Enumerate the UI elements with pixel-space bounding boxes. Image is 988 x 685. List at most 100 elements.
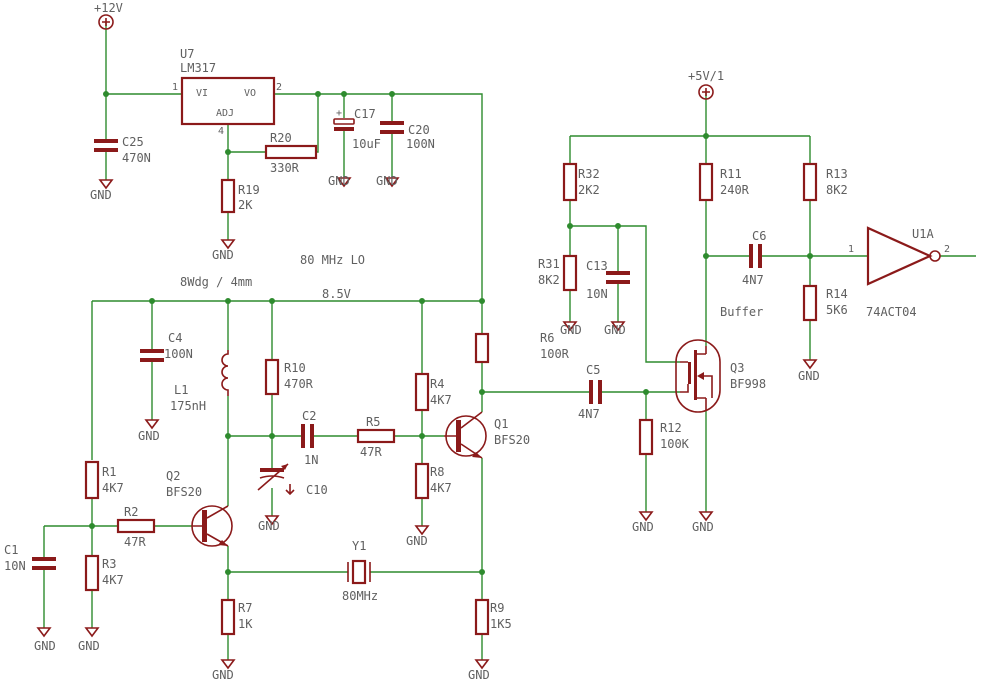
svg-text:C25: C25 xyxy=(122,135,144,149)
svg-text:2K2: 2K2 xyxy=(578,183,600,197)
svg-text:C13: C13 xyxy=(586,259,608,273)
u7-pin2: 2 xyxy=(276,82,282,93)
svg-text:R19: R19 xyxy=(238,183,260,197)
u7-vo-pin: VO xyxy=(244,88,256,99)
inverter-u1a: U1A 74ACT04 1 2 xyxy=(848,226,950,319)
svg-text:U1A: U1A xyxy=(912,227,934,241)
ground-r12: GND xyxy=(632,511,654,534)
svg-text:4K7: 4K7 xyxy=(430,481,452,495)
capacitor-c10-trimmer: C10 xyxy=(257,463,328,497)
svg-text:Q3: Q3 xyxy=(730,361,744,375)
svg-text:+: + xyxy=(336,108,342,119)
svg-text:C20: C20 xyxy=(408,123,430,137)
svg-text:47R: 47R xyxy=(360,445,382,459)
note-buffer: Buffer xyxy=(720,305,763,319)
svg-text:4N7: 4N7 xyxy=(742,273,764,287)
svg-text:240R: 240R xyxy=(720,183,750,197)
svg-text:10uF: 10uF xyxy=(352,137,381,151)
svg-text:C17: C17 xyxy=(354,107,376,121)
svg-text:470R: 470R xyxy=(284,377,314,391)
svg-text:74ACT04: 74ACT04 xyxy=(866,305,917,319)
svg-text:R6: R6 xyxy=(540,331,554,345)
svg-text:100R: 100R xyxy=(540,347,570,361)
capacitor-c25: C25 470N xyxy=(94,135,151,165)
svg-text:R31: R31 xyxy=(538,257,560,271)
svg-text:5K6: 5K6 xyxy=(826,303,848,317)
svg-text:470N: 470N xyxy=(122,151,151,165)
inductor-l1: L1 175nH xyxy=(170,350,229,413)
resistor-r2: R2 47R xyxy=(116,505,156,549)
ground-r31: GND xyxy=(560,321,582,337)
svg-text:R9: R9 xyxy=(490,601,504,615)
svg-text:C2: C2 xyxy=(302,409,316,423)
svg-text:C5: C5 xyxy=(586,363,600,377)
svg-text:C6: C6 xyxy=(752,229,766,243)
ground-r3: GND xyxy=(78,627,100,653)
svg-text:R2: R2 xyxy=(124,505,138,519)
svg-text:47R: 47R xyxy=(124,535,146,549)
ground-r19: GND xyxy=(212,239,236,262)
transistor-q2: Q2 BFS20 xyxy=(166,469,233,547)
svg-text:R20: R20 xyxy=(270,131,292,145)
note-lo: 80 MHz LO xyxy=(300,253,365,267)
svg-text:10N: 10N xyxy=(586,287,608,301)
transistor-q3-mosfet: Q3 BF998 xyxy=(675,339,766,413)
u7-vi-pin: VI xyxy=(196,88,208,99)
svg-text:BFS20: BFS20 xyxy=(166,485,202,499)
svg-text:10N: 10N xyxy=(4,559,26,573)
transistor-q1: Q1 BFS20 xyxy=(444,411,530,459)
svg-text:R14: R14 xyxy=(826,287,848,301)
svg-text:Q2: Q2 xyxy=(166,469,180,483)
ground-c4: GND xyxy=(138,419,160,443)
ground-q3: GND xyxy=(692,511,714,534)
u7-pin1: 1 xyxy=(172,82,178,93)
svg-text:1K: 1K xyxy=(238,617,253,631)
svg-text:1: 1 xyxy=(848,244,854,255)
supply-12v-label: +12V xyxy=(94,1,123,15)
resistor-r10: R10 470R xyxy=(264,358,314,396)
svg-text:C10: C10 xyxy=(306,483,328,497)
ground-r9: GND xyxy=(468,659,490,682)
capacitor-c17: + C17 10uF xyxy=(333,107,381,151)
svg-text:BFS20: BFS20 xyxy=(494,433,530,447)
svg-text:100N: 100N xyxy=(164,347,193,361)
svg-text:GND: GND xyxy=(406,534,428,548)
capacitor-c6: C6 4N7 xyxy=(742,229,766,287)
svg-text:80MHz: 80MHz xyxy=(342,589,378,603)
svg-text:GND: GND xyxy=(138,429,160,443)
svg-text:GND: GND xyxy=(212,668,234,682)
svg-text:2: 2 xyxy=(944,244,950,255)
svg-text:GND: GND xyxy=(78,639,100,653)
svg-text:8K2: 8K2 xyxy=(826,183,848,197)
junctions xyxy=(89,91,813,575)
svg-text:4K7: 4K7 xyxy=(102,573,124,587)
note-coil: 8Wdg / 4mm xyxy=(180,275,252,289)
supply-5v-label: +5V/1 xyxy=(688,69,724,83)
svg-text:C4: C4 xyxy=(168,331,182,345)
svg-text:R10: R10 xyxy=(284,361,306,375)
supply-12v: +12V xyxy=(94,1,123,30)
ground-c20: GND xyxy=(376,174,400,188)
capacitor-c4: C4 100N xyxy=(140,331,193,362)
svg-text:R4: R4 xyxy=(430,377,444,391)
svg-text:4K7: 4K7 xyxy=(102,481,124,495)
svg-text:GND: GND xyxy=(34,639,56,653)
u7-pin4: 4 xyxy=(218,126,224,137)
ground-c17: GND xyxy=(328,174,352,188)
svg-text:R7: R7 xyxy=(238,601,252,615)
crystal-y1: Y1 80MHz xyxy=(342,539,378,603)
svg-text:1N: 1N xyxy=(304,453,318,467)
